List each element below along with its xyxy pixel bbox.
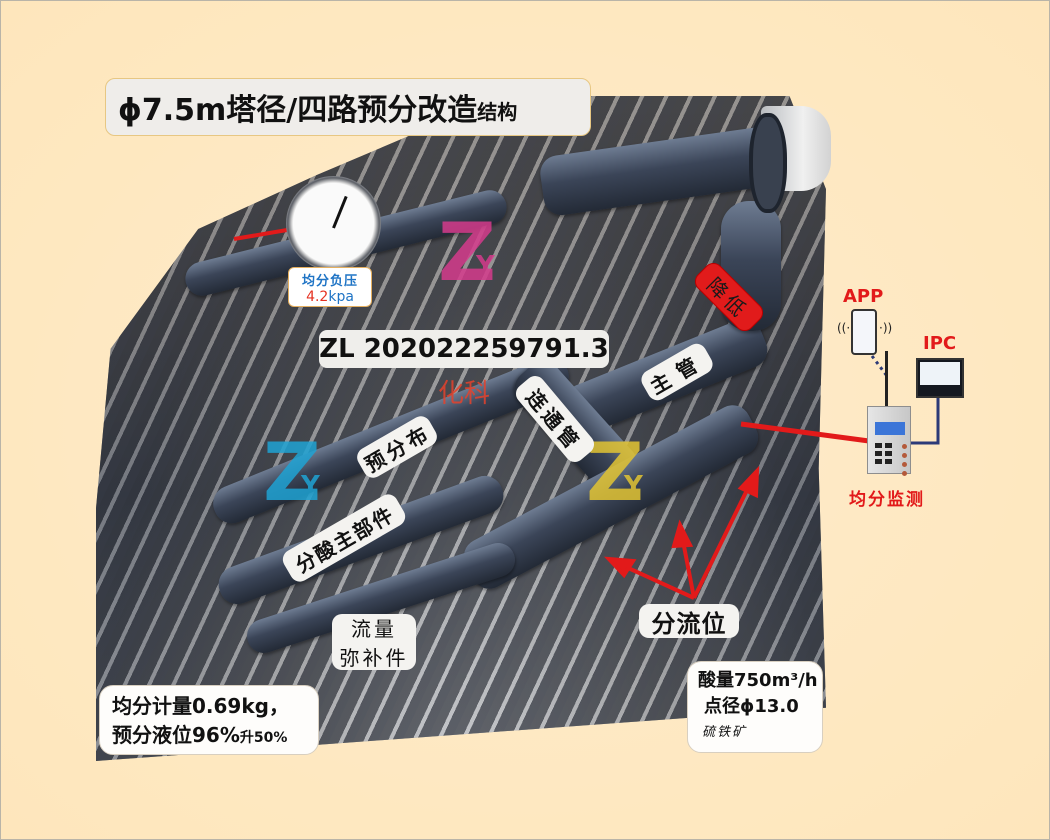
gauge-needle (332, 195, 348, 229)
gauge-label-title: 均分负压 (301, 274, 358, 289)
pressure-gauge (286, 176, 381, 271)
wifi-left-icon: ((· (837, 321, 851, 335)
logo-y: Y (301, 471, 320, 501)
label-flow-compensation-line1: 流量 (351, 617, 397, 641)
logo-z: Z (586, 426, 645, 519)
logo-z: Z (263, 426, 322, 519)
logo-y: Y (476, 251, 495, 281)
stats-left-line2-small: 升50% (239, 730, 288, 746)
stats-right-line1: 酸量750m³/h (698, 670, 818, 691)
label-split-position: 分流位 (639, 604, 739, 638)
gauge-label: 均分负压 4.2kpa (288, 267, 372, 307)
device-keypad (875, 443, 892, 464)
ipc-monitor-icon (916, 358, 964, 398)
stats-left-line2: 预分液位96%升50% (112, 721, 318, 753)
stats-left-line2-main: 预分液位96% (112, 723, 240, 747)
gauge-value-number: 4.2 (306, 289, 329, 305)
ipc-label: IPC (923, 333, 957, 354)
device-leds (902, 444, 907, 476)
app-label: APP (843, 286, 884, 307)
antenna (885, 351, 888, 407)
patent-number: ZL 202022259791.3 (319, 330, 609, 368)
stats-right-box: 酸量750m³/h 点径ϕ13.0 硫铁矿 (687, 661, 823, 753)
title-main: ϕ7.5m塔径/四路预分改造 (118, 93, 478, 128)
label-flow-compensation-line2: 弥补件 (339, 646, 409, 670)
watermark-text: 化科 (438, 379, 491, 409)
logo-z: Z (438, 206, 497, 299)
phone-icon (851, 309, 877, 355)
stats-left-box: 均分计量0.69kg， 预分液位96%升50% (99, 685, 319, 755)
stats-right-line2: 点径ϕ13.0 (704, 696, 799, 717)
device-screen (875, 422, 905, 435)
monitoring-device-label: 均分监测 (849, 490, 925, 510)
logo-y: Y (624, 471, 643, 501)
gauge-value: 4.2kpa (289, 289, 371, 305)
monitor-screen (920, 362, 960, 385)
gauge-value-unit: kpa (328, 289, 354, 305)
stats-left-line1: 均分计量0.69kg， (112, 694, 289, 718)
title-box: ϕ7.5m塔径/四路预分改造 结构 (105, 78, 591, 136)
monitoring-device-icon (867, 406, 911, 476)
inlet-flange (749, 113, 787, 213)
wifi-right-icon: ·)) (879, 321, 893, 335)
label-flow-compensation: 流量 弥补件 (332, 614, 416, 670)
title-suffix: 结构 (477, 99, 518, 124)
stats-right-line3: 硫铁矿 (702, 725, 748, 740)
